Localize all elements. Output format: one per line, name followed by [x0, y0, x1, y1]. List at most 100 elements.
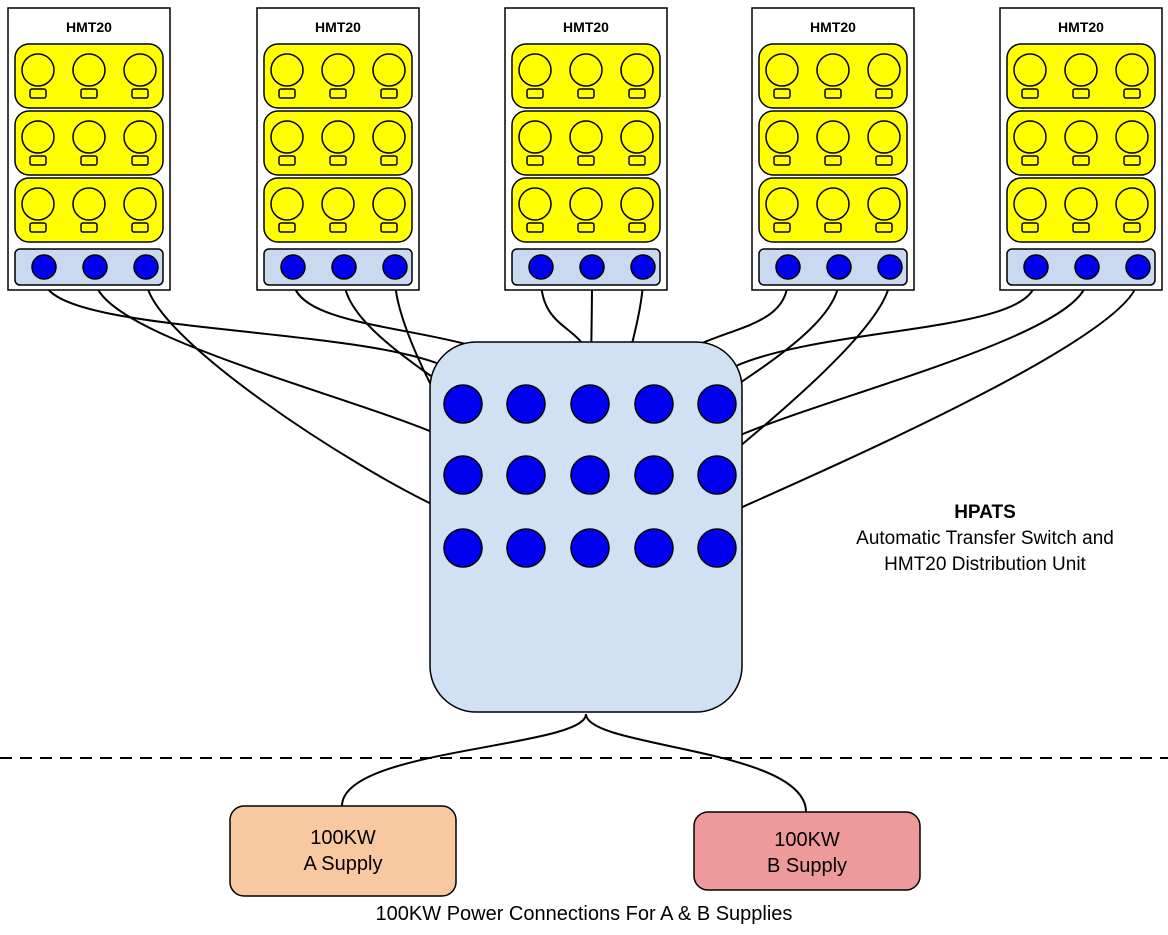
supply-b-rating: 100KW	[774, 829, 840, 851]
breaker-circle-icon	[569, 120, 603, 154]
hmt20-unit: HMT20	[256, 7, 420, 291]
breaker-switch-icon	[29, 88, 47, 99]
breaker-circle-icon	[321, 53, 355, 87]
outlet-port-icon	[630, 254, 656, 280]
breaker-switch-icon	[526, 222, 544, 233]
hpats-port-icon	[697, 455, 737, 495]
breaker-circle-icon	[620, 53, 654, 87]
hpats-port-icon	[634, 455, 674, 495]
breaker-switch-icon	[1021, 88, 1039, 99]
breaker-switch-icon	[1123, 88, 1141, 99]
breaker-circle-icon	[1115, 53, 1149, 87]
breaker-switch-icon	[875, 88, 893, 99]
hmt20-unit-title: HMT20	[1058, 19, 1104, 35]
hpats-port-grid	[443, 384, 737, 568]
breaker-circle-icon	[816, 187, 850, 221]
breaker-circle-icon	[518, 187, 552, 221]
breaker-switch-icon	[131, 222, 149, 233]
breaker-switch-icon	[1072, 88, 1090, 99]
breaker-circle-icon	[518, 53, 552, 87]
breaker-switch-icon	[131, 155, 149, 166]
outlet-port-icon	[877, 254, 903, 280]
breaker-switch-icon	[577, 222, 595, 233]
breaker-switch-icon	[278, 88, 296, 99]
breaker-switch-icon	[526, 88, 544, 99]
supply-a-box	[229, 805, 457, 897]
breaker-circle-icon	[765, 53, 799, 87]
breaker-switch-icon	[577, 88, 595, 99]
hpats-port-icon	[506, 384, 546, 424]
breaker-circle-icon	[765, 120, 799, 154]
breaker-circle-icon	[123, 53, 157, 87]
breaker-circle-icon	[1064, 120, 1098, 154]
breaker-circle-icon	[1064, 53, 1098, 87]
hpats-port-icon	[570, 384, 610, 424]
breaker-switch-icon	[628, 88, 646, 99]
hpats-port-icon	[443, 455, 483, 495]
breaker-circle-icon	[569, 187, 603, 221]
breaker-switch-icon	[824, 155, 842, 166]
breaker-switch-icon	[628, 155, 646, 166]
breaker-switch-icon	[380, 88, 398, 99]
breaker-circle-icon	[1013, 53, 1047, 87]
hpats-description-line1: Automatic Transfer Switch and	[856, 528, 1114, 549]
breaker-circle-icon	[1013, 120, 1047, 154]
hmt20-unit: HMT20	[999, 7, 1163, 291]
breaker-switch-icon	[278, 155, 296, 166]
breaker-switch-icon	[1021, 155, 1039, 166]
breaker-circle-icon	[620, 187, 654, 221]
hpats-port-icon	[697, 528, 737, 568]
hpats-port-icon	[443, 384, 483, 424]
outlet-port-icon	[775, 254, 801, 280]
breaker-circle-icon	[867, 53, 901, 87]
breaker-switch-icon	[329, 155, 347, 166]
hpats-title: HPATS	[954, 502, 1016, 523]
hpats-box	[429, 341, 743, 713]
outlet-port-icon	[1074, 254, 1100, 280]
breaker-switch-icon	[1021, 222, 1039, 233]
outlet-port-icon	[382, 254, 408, 280]
breaker-circle-icon	[372, 187, 406, 221]
breaker-switch-icon	[875, 155, 893, 166]
outlet-port-icon	[1125, 254, 1151, 280]
breaker-switch-icon	[773, 155, 791, 166]
breaker-circle-icon	[123, 120, 157, 154]
breaker-circle-icon	[21, 187, 55, 221]
hmt20-unit-title: HMT20	[66, 19, 112, 35]
breaker-switch-icon	[773, 222, 791, 233]
breaker-switch-icon	[526, 155, 544, 166]
hpats-port-icon	[697, 384, 737, 424]
outlet-port-icon	[826, 254, 852, 280]
hpats-port-icon	[570, 455, 610, 495]
hmt20-unit-title: HMT20	[315, 19, 361, 35]
breaker-circle-icon	[569, 53, 603, 87]
breaker-switch-icon	[80, 222, 98, 233]
diagram-caption: 100KW Power Connections For A & B Suppli…	[376, 903, 793, 925]
breaker-switch-icon	[80, 155, 98, 166]
supply-b-feed-cable	[585, 713, 807, 813]
breaker-switch-icon	[380, 222, 398, 233]
breaker-circle-icon	[867, 187, 901, 221]
breaker-switch-icon	[1123, 155, 1141, 166]
hpats-port-icon	[634, 384, 674, 424]
outlet-port-icon	[1023, 254, 1049, 280]
breaker-switch-icon	[329, 222, 347, 233]
breaker-circle-icon	[123, 187, 157, 221]
outlet-port-icon	[31, 254, 57, 280]
breaker-switch-icon	[29, 222, 47, 233]
breaker-circle-icon	[72, 120, 106, 154]
hpats-description-line2: HMT20 Distribution Unit	[884, 554, 1086, 575]
breaker-switch-icon	[824, 88, 842, 99]
breaker-circle-icon	[1115, 187, 1149, 221]
breaker-circle-icon	[270, 187, 304, 221]
breaker-circle-icon	[270, 120, 304, 154]
breaker-switch-icon	[80, 88, 98, 99]
outlet-port-icon	[280, 254, 306, 280]
breaker-circle-icon	[1115, 120, 1149, 154]
breaker-circle-icon	[867, 120, 901, 154]
hpats-port-icon	[443, 528, 483, 568]
hpats-port-icon	[634, 528, 674, 568]
breaker-circle-icon	[21, 120, 55, 154]
breaker-circle-icon	[321, 187, 355, 221]
